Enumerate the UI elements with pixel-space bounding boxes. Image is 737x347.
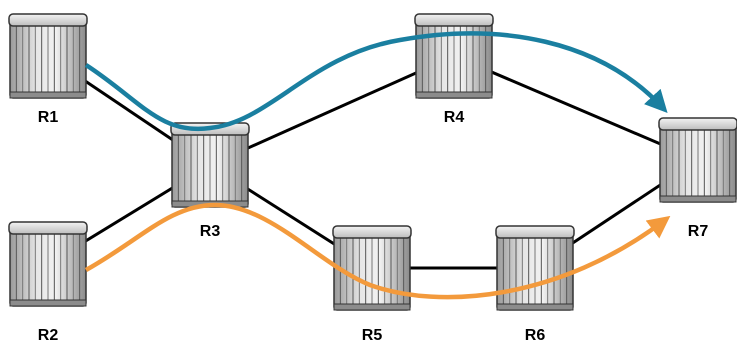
paths xyxy=(84,31,671,300)
router-icon xyxy=(495,225,575,311)
path-r2-r7 xyxy=(84,202,671,300)
router-icon xyxy=(8,221,88,307)
routers xyxy=(8,13,737,311)
router-icon xyxy=(170,122,250,208)
path-r1-r7 xyxy=(84,31,668,132)
router-label-r7: R7 xyxy=(688,223,709,240)
router-icon xyxy=(414,13,494,99)
router-icon xyxy=(658,117,737,203)
router-icon xyxy=(332,225,412,311)
router-label-r4: R4 xyxy=(444,109,465,126)
link-r3-r4 xyxy=(209,54,455,167)
router-label-r2: R2 xyxy=(38,327,59,344)
router-label-r1: R1 xyxy=(38,109,59,126)
link-r4-r7 xyxy=(453,54,699,162)
router-label-r5: R5 xyxy=(362,327,383,344)
router-label-r6: R6 xyxy=(525,327,546,344)
router-icon xyxy=(8,13,88,99)
router-label-r3: R3 xyxy=(200,223,221,240)
